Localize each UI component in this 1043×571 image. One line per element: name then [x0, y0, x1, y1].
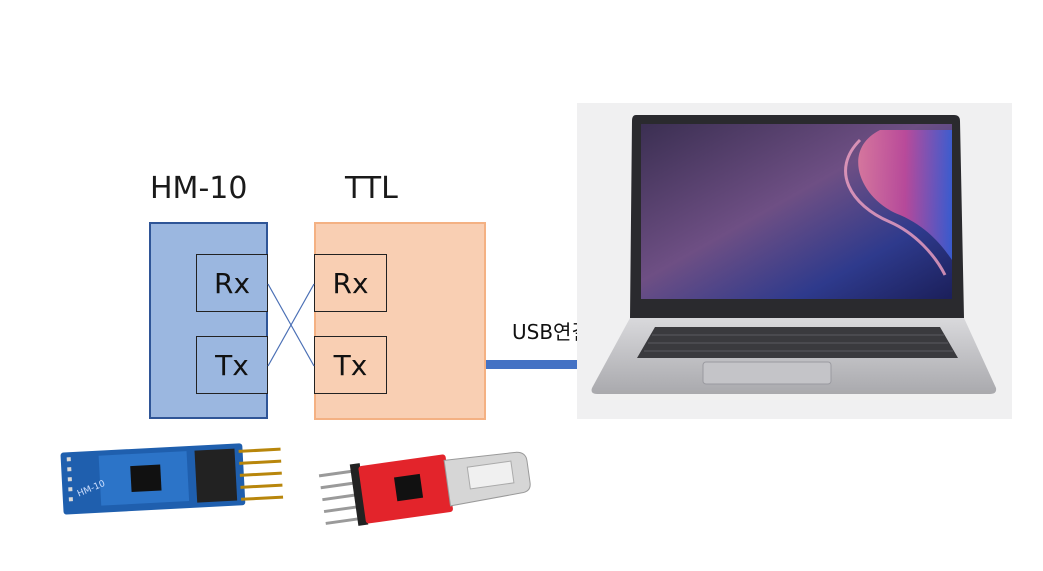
hm10-title: HM-10	[150, 171, 248, 206]
tx-to-rx-wire	[267, 283, 315, 367]
usb-connection-label: USB연결	[512, 320, 590, 344]
usb-cable	[486, 360, 612, 369]
laptop-touchpad	[702, 361, 832, 385]
hm10-rx-pin: Rx	[196, 254, 268, 312]
ttl-title: TTL	[345, 171, 398, 206]
hm10-tx-pin: Tx	[196, 336, 268, 394]
ttl-rx-pin: Rx	[314, 254, 387, 312]
ttl-tx-pin: Tx	[314, 336, 387, 394]
